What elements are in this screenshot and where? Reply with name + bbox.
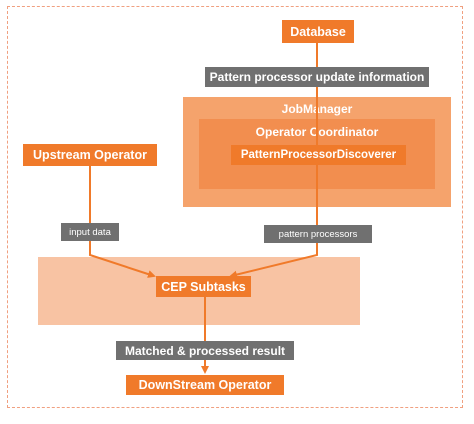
upstream-to-cep-arrow	[89, 166, 156, 278]
input-data-label: input data	[61, 223, 119, 241]
database-node: Database	[282, 20, 354, 43]
discoverer-to-cep-arrow	[229, 164, 318, 279]
result-label: Matched & processed result	[116, 341, 294, 360]
update-info-label: Pattern processor update information	[205, 67, 429, 87]
diagram-frame	[7, 6, 463, 408]
cep-subtasks-node: CEP Subtasks	[156, 276, 251, 297]
downstream-operator-node: DownStream Operator	[126, 375, 284, 395]
pattern-processors-label: pattern processors	[264, 225, 372, 243]
discoverer-node: PatternProcessorDiscoverer	[231, 145, 406, 165]
upstream-operator-node: Upstream Operator	[23, 144, 157, 166]
